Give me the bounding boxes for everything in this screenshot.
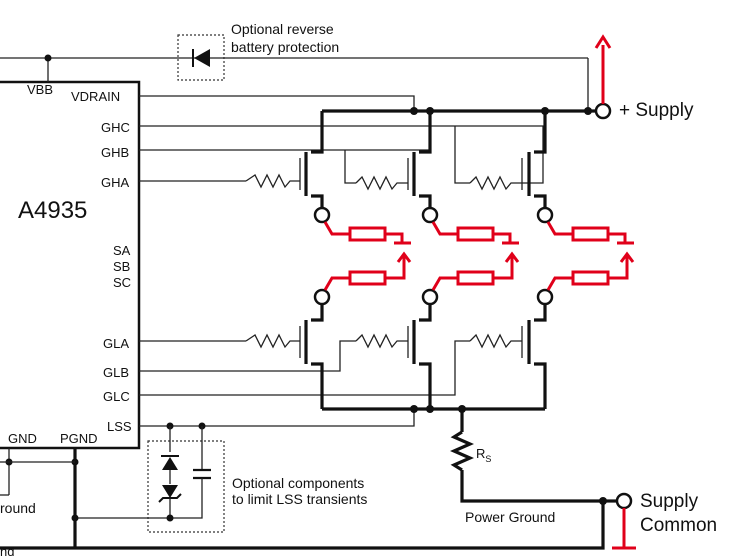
vbb-wiring <box>0 54 589 111</box>
bridge-phase-c <box>469 111 554 409</box>
chip-name: A4935 <box>18 197 87 224</box>
supply-rail <box>139 34 612 120</box>
pin-gha: GHA <box>101 175 130 190</box>
pin-glb: GLB <box>103 365 129 380</box>
pin-gla: GLA <box>103 336 129 351</box>
load-stubs <box>323 221 635 291</box>
supply-common-label-2: Common <box>640 515 717 536</box>
supply-label: + Supply <box>619 100 694 121</box>
a4935-chip: A4935 VBB VDRAIN GHC GHB GHA SA SB SC GL… <box>0 80 141 450</box>
pin-sa: SA <box>113 243 131 258</box>
high-side-gate-wires <box>139 125 544 184</box>
rs-label: RS <box>476 446 491 464</box>
pin-vbb: VBB <box>27 82 53 97</box>
note-reverse-2: battery protection <box>231 39 339 55</box>
pin-sc: SC <box>113 275 131 290</box>
bridge-phase-a <box>245 111 331 409</box>
note-reverse-1: Optional reverse <box>231 21 334 37</box>
low-side-gate-wires <box>139 340 470 427</box>
pin-vdrain: VDRAIN <box>71 89 120 104</box>
ground-label-cut2: nd <box>0 544 14 559</box>
note-lss-2: to limit LSS transients <box>232 491 367 507</box>
pin-ghb: GHB <box>101 145 129 160</box>
pin-glc: GLC <box>103 389 130 404</box>
pin-lss: LSS <box>107 419 132 434</box>
ground-wiring <box>0 448 605 550</box>
reverse-protection-diode <box>177 34 225 81</box>
ground-label-cut: round <box>0 500 36 516</box>
pin-sb: SB <box>113 259 130 274</box>
bottom-rail <box>322 405 636 550</box>
power-ground-label: Power Ground <box>465 509 555 525</box>
supply-common-label-1: Supply <box>640 491 699 512</box>
lss-optional-components <box>75 422 225 533</box>
pin-pgnd: PGND <box>60 431 98 446</box>
pin-gnd: GND <box>8 431 37 446</box>
pin-ghc: GHC <box>101 120 130 135</box>
bridge-phase-b <box>355 111 439 409</box>
note-lss-1: Optional components <box>232 475 364 491</box>
